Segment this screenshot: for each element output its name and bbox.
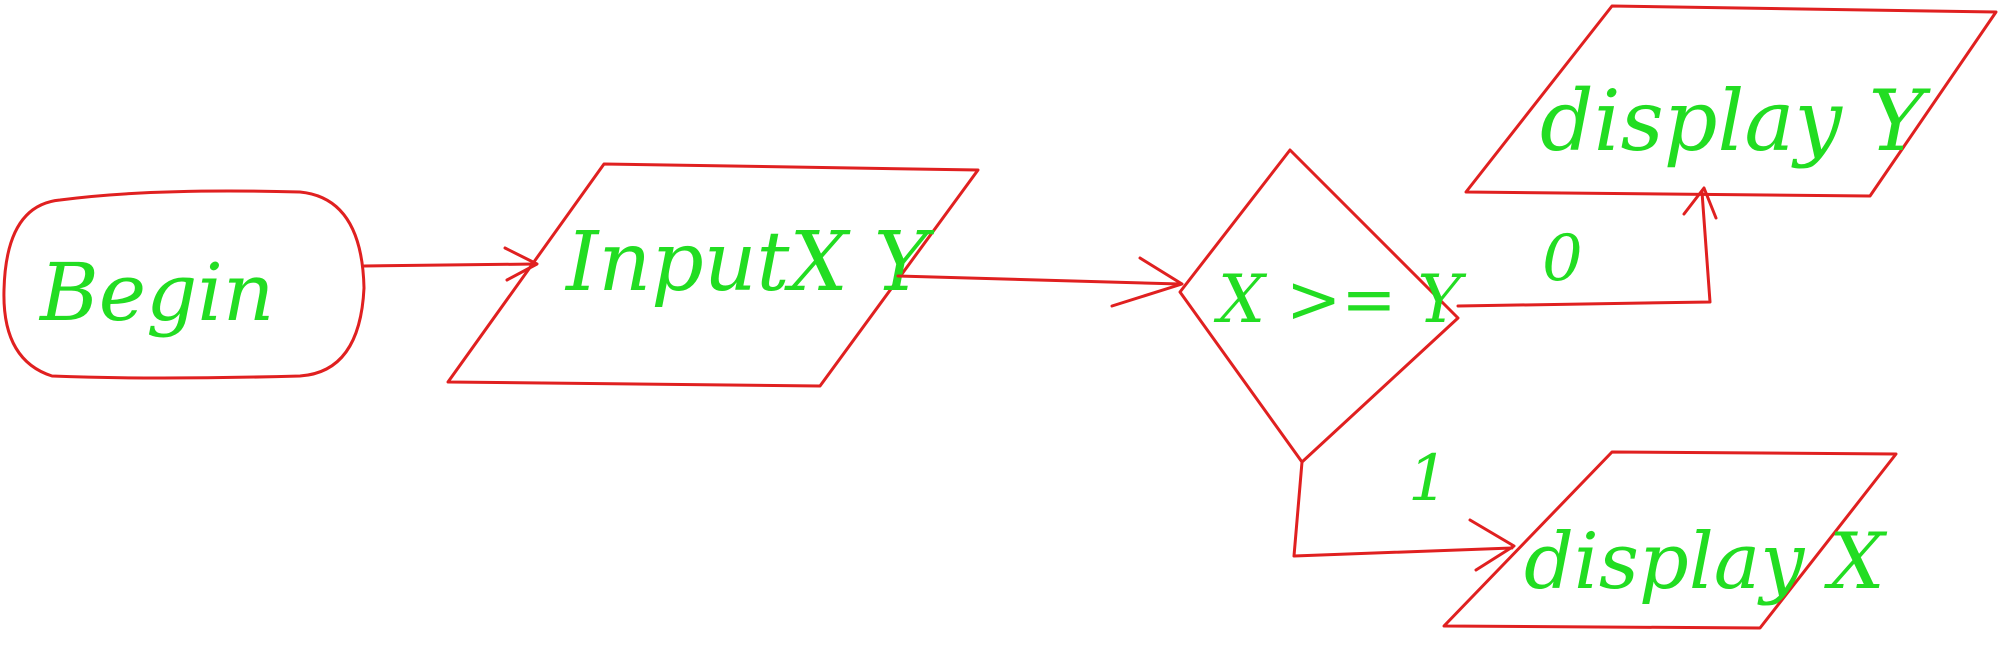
edge-label-one: 1 bbox=[1408, 442, 1449, 516]
input-shape bbox=[446, 162, 980, 388]
edge-decision-to-display-x: 1 bbox=[1292, 442, 1516, 572]
input-node: InputX Y bbox=[446, 162, 980, 388]
display-x-label: display X bbox=[1524, 517, 1888, 607]
begin-shape bbox=[2, 189, 366, 380]
edge-line bbox=[1456, 190, 1712, 308]
edge-line bbox=[896, 274, 1182, 286]
edge-label-zero: 0 bbox=[1542, 222, 1583, 296]
arrowhead bbox=[1110, 256, 1184, 308]
input-label: InputX Y bbox=[564, 215, 935, 310]
edge-decision-to-display-y: 0 bbox=[1456, 186, 1718, 308]
decision-node: X >= Y bbox=[1178, 148, 1467, 464]
arrowhead bbox=[503, 246, 539, 282]
begin-label: Begin bbox=[38, 246, 274, 339]
arrowhead bbox=[1682, 186, 1718, 220]
edge-begin-to-input bbox=[362, 246, 539, 282]
arrowhead bbox=[1468, 518, 1516, 572]
display-y-label: display Y bbox=[1540, 72, 1932, 170]
edge-line bbox=[1292, 460, 1514, 558]
edge-input-to-decision bbox=[896, 256, 1184, 308]
display-x-node: display X bbox=[1442, 450, 1898, 630]
begin-node: Begin bbox=[2, 189, 366, 380]
display-y-node: display Y bbox=[1464, 4, 1998, 198]
decision-label: X >= Y bbox=[1213, 261, 1467, 338]
edge-line bbox=[362, 262, 537, 268]
display-x-shape bbox=[1442, 450, 1898, 630]
display-y-shape bbox=[1464, 4, 1998, 198]
